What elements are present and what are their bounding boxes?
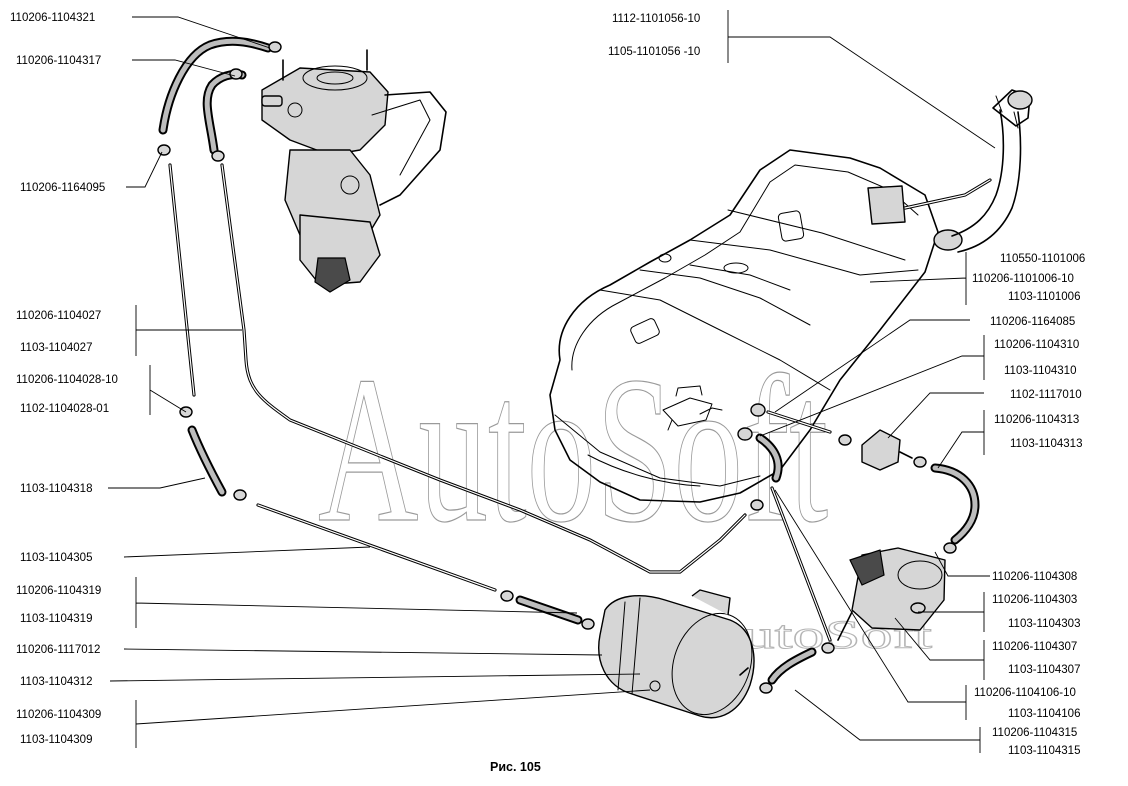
label-110206-1104313: 110206-1104313 <box>994 414 1079 426</box>
label-110206-1104315: 110206-1104315 <box>992 727 1077 739</box>
label-110206-1104319: 110206-1104319 <box>16 585 101 597</box>
figure-caption: Рис. 105 <box>490 760 541 774</box>
fuel-tank <box>549 149 963 503</box>
label-110206-1104307: 110206-1104307 <box>992 641 1077 653</box>
leader-lines <box>108 10 996 753</box>
label-1112-1101056-10: 1112-1101056-10 <box>612 13 700 25</box>
label-1103-1104318: 1103-1104318 <box>20 483 92 495</box>
watermark-text: AutoSoft <box>318 334 828 566</box>
label-110206-1104308: 110206-1104308 <box>992 571 1077 583</box>
filler-pipe <box>903 89 1033 253</box>
label-1102-1117010: 1102-1117010 <box>1010 389 1082 401</box>
label-1103-1104027: 1103-1104027 <box>20 342 92 354</box>
label-1103-1104313: 1103-1104313 <box>1010 438 1082 450</box>
label-110206-1104321: 110206-1104321 <box>10 12 95 24</box>
part-labels: 110206-1104321 110206-1104317 110206-116… <box>10 12 1085 757</box>
label-1103-1104309: 1103-1104309 <box>20 734 92 746</box>
label-1103-1104312: 1103-1104312 <box>20 676 92 688</box>
label-110206-1104309: 110206-1104309 <box>16 709 101 721</box>
right-fuel-lines <box>737 403 980 694</box>
label-110550-1101006: 110550-1101006 <box>1000 253 1085 265</box>
label-110206-1104310: 110206-1104310 <box>994 339 1079 351</box>
label-1103-1104307: 1103-1104307 <box>1008 664 1080 676</box>
label-1103-1104315: 1103-1104315 <box>1008 745 1080 757</box>
label-1103-1104310: 1103-1104310 <box>1004 365 1076 377</box>
label-110206-1104303: 110206-1104303 <box>992 594 1077 606</box>
label-1102-1104028-01: 1102-1104028-01 <box>20 403 109 415</box>
label-1103-1104305: 1103-1104305 <box>20 552 92 564</box>
label-1105-1101056-10: 1105-1101056 -10 <box>608 46 700 58</box>
label-110206-1117012: 110206-1117012 <box>16 644 100 656</box>
carburetor <box>261 49 447 293</box>
left-fuel-lines <box>157 36 747 630</box>
label-110206-1104028-10: 110206-1104028-10 <box>16 374 118 386</box>
label-110206-1104027: 110206-1104027 <box>16 310 101 322</box>
label-1103-1104106: 1103-1104106 <box>1008 708 1080 720</box>
label-1103-1104303: 1103-1104303 <box>1008 618 1080 630</box>
label-110206-1104106-10: 110206-1104106-10 <box>974 687 1076 699</box>
label-110206-1101006-10: 110206-1101006-10 <box>972 273 1074 285</box>
label-1103-1101006: 1103-1101006 <box>1008 291 1080 303</box>
label-110206-1164095: 110206-1164095 <box>20 182 105 194</box>
label-1103-1104319: 1103-1104319 <box>20 613 92 625</box>
label-110206-1164085: 110206-1164085 <box>990 316 1075 328</box>
label-110206-1104317: 110206-1104317 <box>16 55 101 67</box>
canister <box>598 589 755 719</box>
